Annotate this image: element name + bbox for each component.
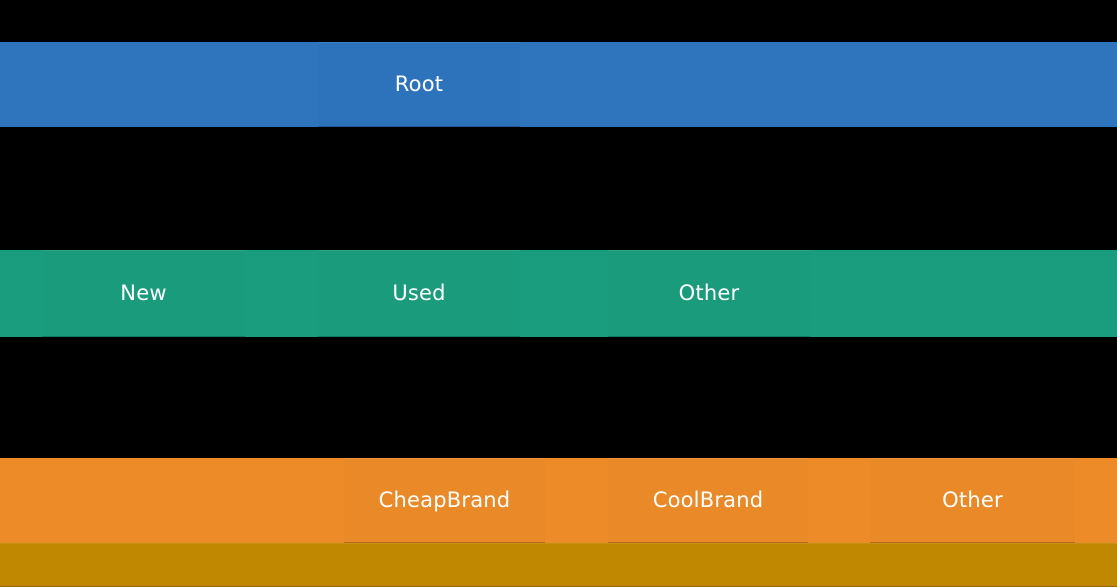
icicle-node-blank-0[interactable] bbox=[0, 543, 1117, 587]
icicle-node-label: Other bbox=[942, 488, 1003, 512]
icicle-node-blank-0[interactable] bbox=[0, 458, 344, 543]
icicle-node-new[interactable]: New bbox=[42, 250, 245, 337]
icicle-node-blank-0[interactable] bbox=[0, 42, 318, 127]
icicle-node-blank-0[interactable] bbox=[0, 250, 42, 337]
icicle-node-label: Other bbox=[678, 281, 740, 305]
icicle-node-used[interactable]: Used bbox=[318, 250, 520, 337]
icicle-node-blank-6[interactable] bbox=[810, 250, 1117, 337]
icicle-node-label: CheapBrand bbox=[378, 488, 511, 512]
icicle-node-coolbrand[interactable]: CoolBrand bbox=[608, 458, 808, 543]
level-root: Root bbox=[0, 42, 1117, 127]
icicle-node-other[interactable]: Other bbox=[608, 250, 810, 337]
icicle-node-blank-2[interactable] bbox=[520, 42, 1117, 127]
icicle-node-cheapbrand[interactable]: CheapBrand bbox=[344, 458, 545, 543]
icicle-node-label: Root bbox=[394, 72, 444, 96]
icicle-node-root[interactable]: Root bbox=[318, 42, 520, 127]
icicle-node-blank-2[interactable] bbox=[545, 458, 608, 543]
level-brand: CheapBrand CoolBrand Other bbox=[0, 458, 1117, 543]
icicle-node-blank-4[interactable] bbox=[808, 458, 870, 543]
level-leaf bbox=[0, 543, 1117, 587]
icicle-node-blank-4[interactable] bbox=[520, 250, 608, 337]
icicle-node-label: New bbox=[120, 281, 167, 305]
icicle-node-label: CoolBrand bbox=[652, 488, 764, 512]
icicle-node-blank-2[interactable] bbox=[245, 250, 318, 337]
icicle-node-label: Used bbox=[392, 281, 446, 305]
level-condition: New Used Other bbox=[0, 250, 1117, 337]
icicle-node-blank-6[interactable] bbox=[1075, 458, 1117, 543]
icicle-node-other[interactable]: Other bbox=[870, 458, 1075, 543]
